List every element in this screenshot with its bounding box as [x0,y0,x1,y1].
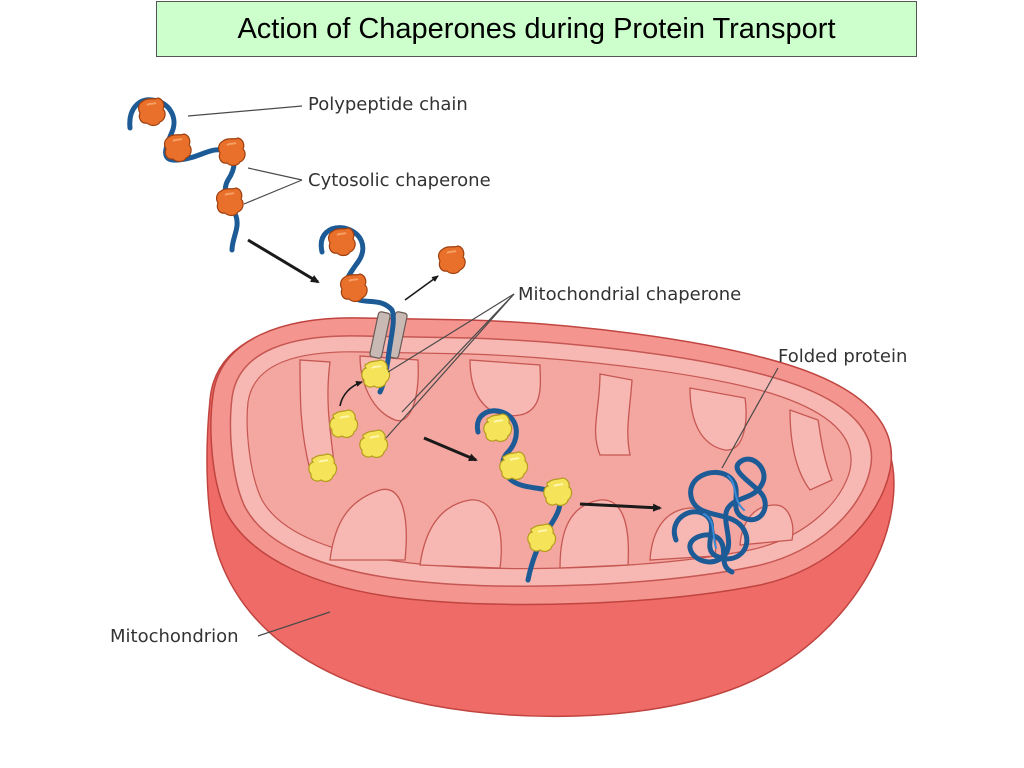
label-folded-protein: Folded protein [721,346,907,469]
released-cytosolic-chaperone [437,245,467,275]
step-arrow-2 [423,436,478,462]
cristae [299,355,833,569]
label-mitochondrial-chaperone-text: Mitochondrial chaperone [518,284,741,305]
cytosolic-chaperone-blob [137,97,167,127]
folded-protein [671,456,768,575]
label-cytosolic-chaperone-text: Cytosolic chaperone [308,170,491,191]
mitochondrial-chaperone-blob [360,359,391,389]
mitochondrion [206,311,895,718]
mitochondrial-chaperone-blob [328,409,359,439]
mitochondrial-chaperone-blob [526,523,557,553]
cytosolic-chaperone-blob [327,227,357,257]
binding-arrow [339,381,363,407]
polypeptide-chain-free [127,97,247,253]
diagram-title: Action of Chaperones during Protein Tran… [237,12,836,45]
mitochondrial-chaperone-blob [358,429,389,459]
polypeptide-chain-importing [318,225,396,395]
label-mitochondrion-text: Mitochondrion [110,626,239,647]
label-polypeptide-chain: Polypeptide chain [187,94,468,117]
cytosolic-chaperone-blob [217,137,247,167]
label-polypeptide-chain-text: Polypeptide chain [308,94,468,115]
label-folded-protein-text: Folded protein [778,346,907,367]
cytosolic-chaperone-blob [339,273,369,303]
release-arrow [404,275,439,301]
mitochondrial-chaperone-blob [542,477,573,507]
label-cytosolic-chaperone: Cytosolic chaperone [243,167,491,205]
label-mitochondrial-chaperone: Mitochondrial chaperone [385,284,741,439]
mitochondrial-chaperone-blob [498,451,529,481]
step-arrow-3 [579,502,662,512]
cytosolic-chaperone-blob [163,133,193,163]
title-box: Action of Chaperones during Protein Tran… [156,1,917,57]
polypeptide-chain-matrix [474,408,573,583]
mitochondrial-chaperone-blob [482,413,513,443]
step-arrow-1 [247,238,320,284]
label-mitochondrion: Mitochondrion [110,611,331,647]
cytosolic-chaperone-blob [215,187,245,217]
mitochondrial-chaperone-blob [307,453,338,483]
